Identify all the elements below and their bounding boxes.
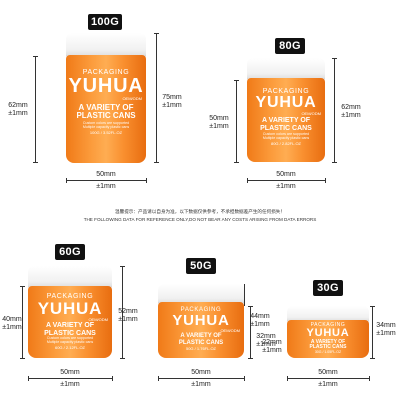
label-headline-1: A VARIETY OF	[180, 333, 222, 340]
jar-80g: PACKAGING YUHUA OEM/ODM A VARIETY OF PLA…	[247, 58, 325, 162]
dim-height-body: 50mm±1mm	[209, 115, 229, 130]
jar-lid	[66, 33, 146, 57]
label-packaging: PACKAGING	[310, 322, 346, 328]
dim-height-body: 32mm±1mm	[256, 333, 276, 348]
label-headline-2: PLASTIC CANS	[260, 124, 312, 132]
label-note-1: Custom colors are supported	[82, 121, 130, 126]
label-headline-1: A VARIETY OF	[261, 117, 311, 125]
dim-width: 50mm	[96, 171, 116, 178]
label-oem: OEM/ODM	[220, 328, 240, 334]
label-packaging: PACKAGING	[180, 307, 222, 313]
label-headline-1: A VARIETY OF	[78, 102, 134, 112]
label-note-2: Multiple capacity plastic cans	[262, 135, 310, 140]
size-tag-60g: 60G	[55, 244, 85, 260]
label-headline-2: PLASTIC CANS	[44, 329, 96, 337]
label-capacity: 60G / 2.12FL.OZ	[54, 344, 85, 350]
dim-width-tolerance: ±1mm	[191, 381, 211, 388]
label-capacity: 100G / 3.52FL.OZ	[89, 129, 123, 135]
jar-lid	[158, 284, 244, 304]
dim-height-body: 22mm±1mm	[262, 339, 282, 354]
label-brand: YUHUA	[37, 299, 103, 319]
size-tag-30g: 30G	[313, 280, 343, 296]
label-brand: YUHUA	[255, 94, 317, 112]
dim-height-total: 44mm±1mm	[250, 313, 270, 328]
size-tag-100g: 100G	[88, 14, 122, 30]
dim-height-body: 40mm±1mm	[2, 316, 22, 331]
jar-50g: PACKAGING YUHUA OEM/ODM A VARIETY OF PLA…	[158, 284, 244, 358]
label-packaging: PACKAGING	[262, 88, 310, 95]
label-brand: YUHUA	[68, 75, 144, 98]
dim-height-total: 62mm±1mm	[341, 104, 361, 119]
dim-height-total: 75mm±1mm	[162, 94, 182, 109]
notice-en: THE FOLLOWING DATA FOR REFERENCE ONLY,DO…	[83, 217, 317, 222]
dim-width: 50mm	[191, 369, 211, 376]
label-headline-2: PLASTIC CANS	[76, 110, 136, 120]
size-tag-80g: 80G	[275, 38, 305, 54]
dim-width-tolerance: ±1mm	[318, 381, 338, 388]
dim-height-body: 62mm±1mm	[8, 102, 28, 117]
dim-width: 50mm	[276, 171, 296, 178]
dim-width-tolerance: ±1mm	[60, 381, 80, 388]
label-capacity: 80G / 2.82FL.OZ	[270, 140, 301, 146]
jar-60g: PACKAGING YUHUA OEM/ODM A VARIETY OF PLA…	[28, 266, 112, 358]
label-oem: OEM/ODM	[301, 111, 321, 117]
jar-100g: PACKAGING YUHUA OEM/ODM A VARIETY OF PLA…	[66, 33, 146, 163]
label-headline-2: PLASTIC CANS	[178, 339, 224, 346]
label-headline-1: A VARIETY OF	[310, 338, 346, 345]
label-capacity: 30G / 1.05FL.OZ	[314, 350, 342, 355]
dim-height-total: 52mm±1mm	[118, 308, 138, 323]
label-headline-2: PLASTIC CANS	[309, 344, 347, 351]
jar-lid	[287, 306, 369, 322]
dim-width: 50mm	[60, 369, 80, 376]
jar-lid	[247, 58, 325, 80]
jar-lid	[28, 266, 112, 288]
notice-cn: 温馨提示：产品请以自身为准，以下数据仅供参考，不承担数据差产生的任何损失！	[115, 209, 285, 214]
label-note-1: Custom colors are supported	[46, 336, 94, 341]
label-brand: YUHUA	[172, 312, 230, 330]
jar-body: PACKAGING YUHUA OEM/ODM A VARIETY OF PLA…	[247, 78, 325, 162]
label-note-2: Multiple capacity plastic cans	[46, 339, 94, 344]
label-oem: OEM/ODM	[88, 317, 108, 323]
dim-width-tolerance: ±1mm	[96, 183, 116, 190]
jar-body: PACKAGING YUHUA OEM/ODM A VARIETY OF PLA…	[66, 55, 146, 163]
label-oem: OEM/ODM	[122, 96, 142, 102]
jar-body: PACKAGING YUHUA OEM/ODM A VARIETY OF PLA…	[28, 286, 112, 358]
label-note-2: Multiple capacity plastic cans	[82, 125, 130, 130]
label-headline-1: A VARIETY OF	[45, 322, 95, 330]
label-packaging: PACKAGING	[82, 69, 130, 76]
jar-body: PACKAGING YUHUA A VARIETY OF PLASTIC CAN…	[287, 320, 369, 358]
jar-30g: PACKAGING YUHUA A VARIETY OF PLASTIC CAN…	[287, 306, 369, 358]
dim-width: 50mm	[318, 369, 338, 376]
dim-height-total: 34mm±1mm	[376, 322, 396, 337]
label-brand: YUHUA	[306, 327, 350, 340]
label-note-1: Custom colors are supported	[262, 132, 310, 137]
dim-width-tolerance: ±1mm	[276, 183, 296, 190]
jar-body: PACKAGING YUHUA OEM/ODM A VARIETY OF PLA…	[158, 302, 244, 358]
size-tag-50g: 50G	[186, 258, 216, 274]
label-capacity: 50G / 1.76FL.OZ	[185, 345, 216, 351]
label-packaging: PACKAGING	[46, 293, 94, 300]
